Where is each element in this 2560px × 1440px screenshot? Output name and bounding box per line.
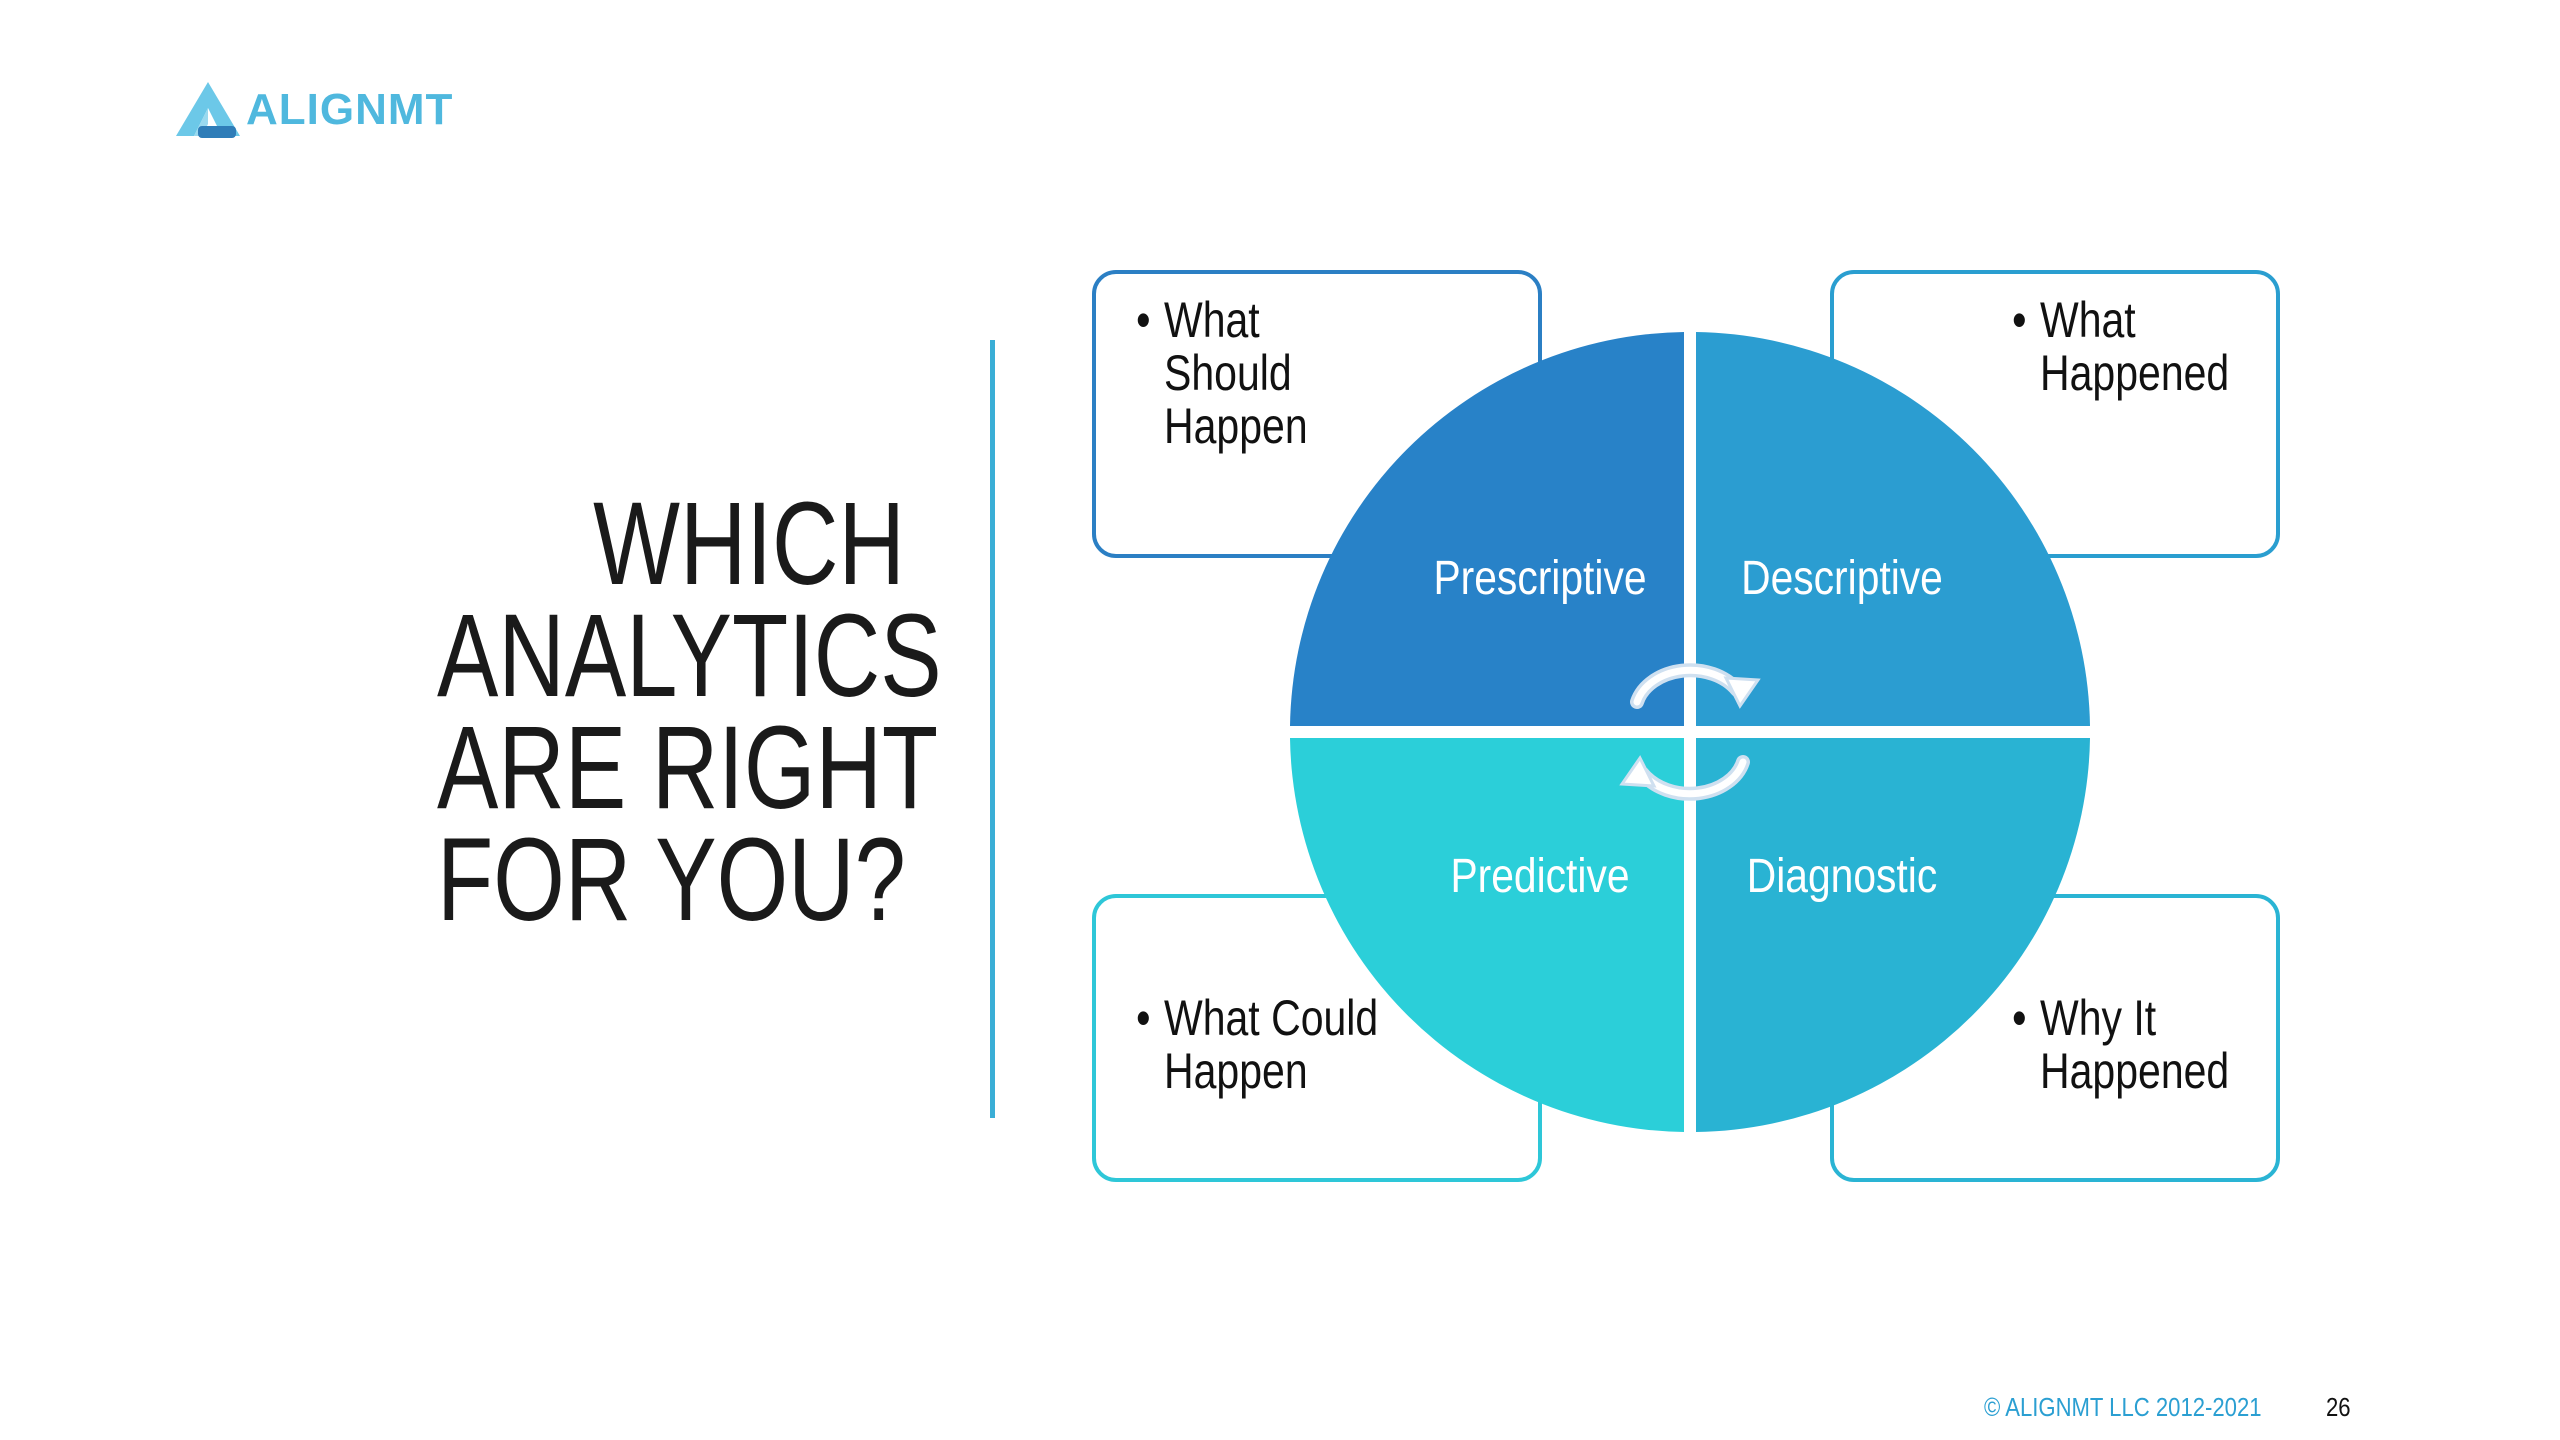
cycle-arrows-icon: [1619, 663, 1761, 801]
page-number: 26: [2326, 1392, 2351, 1422]
bullet-line: Should: [1164, 345, 1292, 401]
bullet-predictive: • What Could Happen: [1136, 990, 1379, 1099]
quadrant-diagnostic: [1696, 738, 2090, 1132]
quadrant-label-prescriptive: Prescriptive: [1433, 552, 1646, 605]
bullet-dot: •: [2012, 990, 2027, 1046]
quadrant-label-descriptive: Descriptive: [1741, 552, 1943, 605]
bullet-dot: •: [1136, 990, 1151, 1046]
quadrant-descriptive: [1696, 332, 2090, 726]
bullet-line: What Could: [1164, 990, 1379, 1046]
logo-wordmark: ALIGNMT: [246, 85, 454, 134]
bullet-dot: •: [2012, 292, 2027, 348]
bullet-line: Happened: [2040, 1043, 2230, 1099]
alignmt-logo: ALIGNMT: [172, 78, 453, 142]
bullet-line: What: [1164, 292, 1260, 348]
bullet-line: Happen: [1164, 398, 1308, 454]
bullet-line: Why It: [2040, 990, 2157, 1046]
vertical-divider: [990, 340, 995, 1118]
title-line: FOR YOU?: [437, 814, 906, 946]
bullet-line: Happen: [1164, 1043, 1308, 1099]
alignmt-logo-mark-icon: [176, 82, 240, 138]
quadrant-predictive: [1290, 738, 1684, 1132]
slide-title: WHICH ANALYTICS ARE RIGHT FOR YOU?: [437, 478, 942, 946]
title-line: WHICH: [593, 478, 905, 610]
quadrant-label-predictive: Predictive: [1450, 850, 1629, 903]
bullet-line: What: [2040, 292, 2136, 348]
bullet-prescriptive: • What Should Happen: [1136, 292, 1308, 454]
bullet-line: Happened: [2040, 345, 2230, 401]
title-line: ANALYTICS: [437, 590, 942, 722]
bullet-dot: •: [1136, 292, 1151, 348]
quadrant-label-diagnostic: Diagnostic: [1747, 850, 1937, 903]
bullet-diagnostic: • Why It Happened: [2012, 990, 2230, 1099]
title-line: ARE RIGHT: [437, 702, 939, 834]
analytics-quadrant-diagram: Prescriptive Descriptive Predictive Diag…: [1290, 332, 2090, 1132]
quadrant-prescriptive: [1290, 332, 1684, 726]
bullet-descriptive: • What Happened: [2012, 292, 2230, 401]
footer-copyright: © ALIGNMT LLC 2012-2021: [1984, 1392, 2262, 1422]
